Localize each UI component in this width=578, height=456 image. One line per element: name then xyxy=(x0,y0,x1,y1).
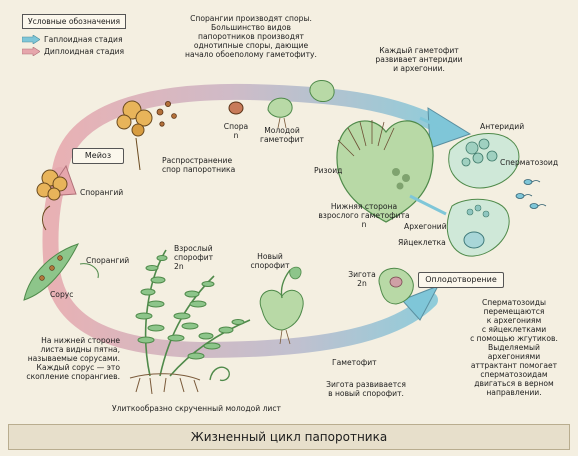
haploid-arrow-icon xyxy=(22,35,40,44)
zoom-arrow-archegonium xyxy=(410,196,446,214)
legend-diploid-label: Диплоидная стадия xyxy=(44,47,124,56)
sperm-cells xyxy=(516,180,546,209)
curled-leaf-label: Улиткообразно скрученный молодой лист xyxy=(112,404,281,413)
sporangia-intro-label: Спорангии производят споры.Большинство в… xyxy=(176,14,326,59)
archegonium-zoom xyxy=(447,199,509,256)
new-sporophyte-shape xyxy=(260,267,303,344)
sporangium-label: Спорангий xyxy=(80,188,123,197)
fertilization-box: Оплодотворение xyxy=(418,272,504,288)
legend: Условные обозначения Гаплоидная стадия Д… xyxy=(22,14,140,57)
gametophyte-label: Гаметофит xyxy=(332,358,377,367)
legend-haploid: Гаплоидная стадия xyxy=(22,33,140,45)
meiosis-box: Мейоз xyxy=(72,148,124,164)
legend-diploid: Диплоидная стадия xyxy=(22,45,140,57)
gametophyte-small-top xyxy=(310,80,334,101)
egg-cell-label: Яйцеклетка xyxy=(398,238,446,247)
curled-young-leaf xyxy=(210,367,229,380)
sporangium2-label: Спорангий xyxy=(86,256,129,265)
young-gametophyte-shape xyxy=(268,98,292,128)
diploid-arrow-icon xyxy=(22,47,40,56)
legend-haploid-label: Гаплоидная стадия xyxy=(44,35,123,44)
diagram-title: Жизненный цикл папоротника xyxy=(8,424,570,450)
spore-shape xyxy=(229,102,243,114)
rhizoid-label: Ризоид xyxy=(314,166,342,175)
rhizome-roots xyxy=(130,374,200,394)
sorus-label: Сорус xyxy=(50,290,73,299)
legend-title: Условные обозначения xyxy=(22,14,126,29)
antheridium-label: Антеридий xyxy=(480,122,524,131)
spermatozoid-label: Сперматозоид xyxy=(500,158,558,167)
archegonium-label: Архегоний xyxy=(404,222,447,231)
zygote-gametophyte-shape xyxy=(379,268,413,304)
